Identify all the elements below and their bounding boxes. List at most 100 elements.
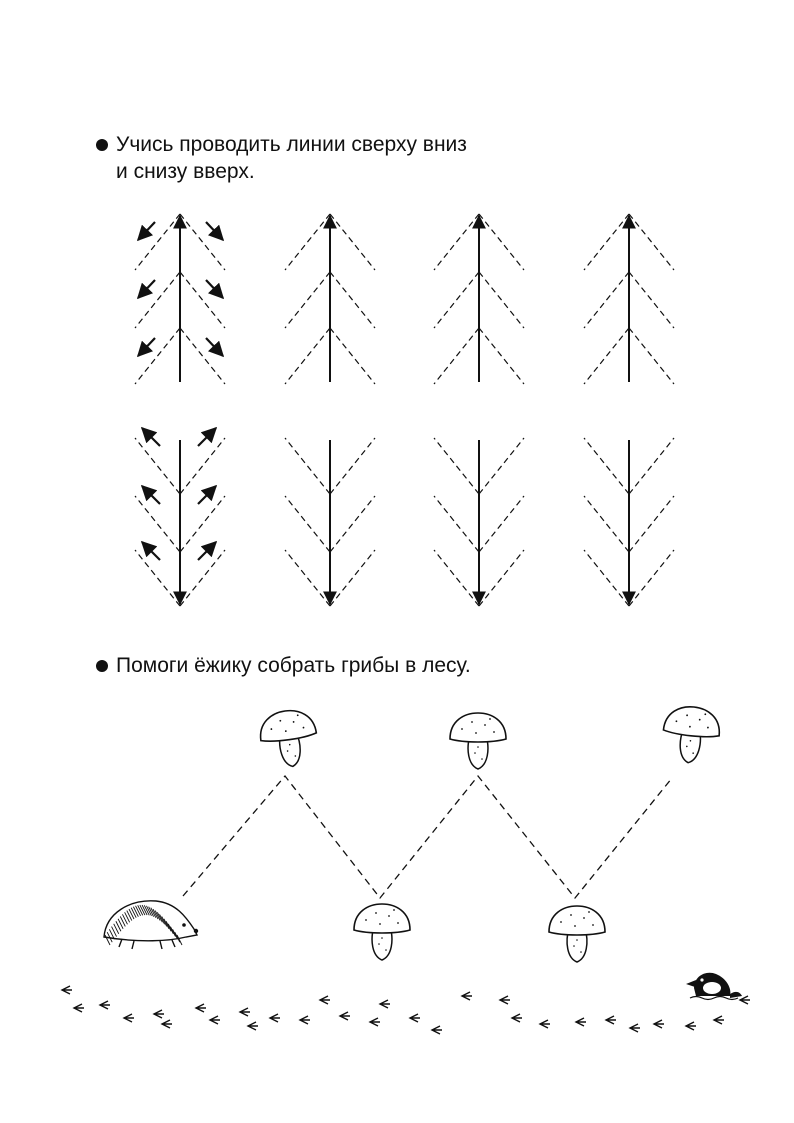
footprint-mark <box>684 1021 696 1031</box>
stem-dot <box>692 752 694 754</box>
cap-dot <box>698 718 701 721</box>
mushroom-icon <box>353 903 411 961</box>
footprint-mark <box>160 1019 172 1029</box>
mushroom-cap <box>353 903 411 934</box>
footprint-icon <box>538 1019 550 1029</box>
branch-right <box>628 213 675 271</box>
footprint-mark <box>338 1011 350 1021</box>
branch-left <box>284 327 331 385</box>
branch-right <box>329 213 376 271</box>
footprint-mark <box>498 995 510 1005</box>
stem-dot <box>576 939 578 941</box>
hint-arrow-left <box>140 540 161 561</box>
cap-dot <box>279 719 282 722</box>
branch-left <box>134 549 181 607</box>
tree-row-upward <box>134 213 675 385</box>
cap-dot <box>475 732 477 734</box>
branch-right <box>628 437 675 495</box>
footprint-icon <box>152 1009 164 1019</box>
branch-left <box>134 327 181 385</box>
cap-dot <box>302 726 305 729</box>
hint-arrow-left <box>140 426 161 447</box>
tree-down-2 <box>284 437 376 607</box>
cap-dot <box>393 909 395 911</box>
footprint-icon <box>430 1025 442 1035</box>
footprint-mark <box>628 1023 640 1033</box>
spine-line <box>176 934 183 946</box>
spine-line <box>141 904 148 916</box>
hedgehog-path[interactable] <box>182 774 673 900</box>
spine-line <box>163 918 170 929</box>
tree-down-4 <box>583 437 675 607</box>
branch-right <box>179 271 226 329</box>
footprint-mark <box>510 1013 522 1023</box>
mushroom-cap <box>662 706 720 738</box>
footprint-icon <box>98 1000 110 1010</box>
cap-dot <box>675 720 678 723</box>
spine-line <box>170 926 176 937</box>
footprint-icon <box>160 1019 172 1029</box>
footprint-mark <box>368 1017 380 1027</box>
spine-line <box>137 905 144 916</box>
footprint-icon <box>460 991 472 1001</box>
cap-dot <box>686 714 688 717</box>
branch-right <box>329 327 376 385</box>
instruction-hedgehog: Помоги ёжику собрать грибы в лесу. <box>96 652 471 679</box>
footprint-icon <box>628 1023 640 1033</box>
cap-dot <box>570 914 572 916</box>
footprint-mark <box>430 1025 442 1035</box>
footprint-icon <box>368 1017 380 1027</box>
cap-dot <box>471 721 473 723</box>
cap-dot <box>574 925 576 927</box>
cap-dot <box>707 726 709 729</box>
spine-line <box>143 905 150 916</box>
footprint-icon <box>738 995 750 1005</box>
footprint-mark <box>574 1017 586 1027</box>
footprint-mark <box>194 1003 206 1013</box>
hint-arrow-left <box>140 484 161 505</box>
tree-down-1 <box>134 437 226 607</box>
stem-dot <box>288 743 291 746</box>
spine-line <box>135 905 141 917</box>
cap-dot <box>592 924 594 926</box>
tree-up-1 <box>134 213 226 385</box>
stem-dot <box>580 951 582 953</box>
branch-right <box>179 327 226 385</box>
footprint-mark <box>712 1015 724 1025</box>
mushroom-icon <box>259 709 318 768</box>
cap-dot <box>292 721 295 723</box>
footprint-icon <box>684 1021 696 1031</box>
footprint-mark <box>408 1013 420 1023</box>
cap-dot <box>375 912 377 914</box>
branch-right <box>329 271 376 329</box>
branch-right <box>478 327 525 385</box>
stem-dot <box>381 937 383 939</box>
hint-arrow-left <box>136 337 156 358</box>
footprint-icon <box>268 1013 280 1023</box>
footprint-icon <box>652 1019 664 1029</box>
footprint-mark <box>72 1003 84 1013</box>
spine-line <box>132 906 139 917</box>
spine-line <box>130 907 137 918</box>
tree-up-2 <box>284 213 376 385</box>
instruction-lines: Учись проводить линии сверху вниз и сниз… <box>96 131 467 185</box>
tree-row-downward <box>134 437 675 607</box>
spine-line <box>111 926 117 937</box>
spine-line <box>165 921 172 932</box>
footprint-mark <box>538 1019 550 1029</box>
footprint-mark <box>652 1019 664 1029</box>
cap-dot <box>560 921 562 923</box>
footprint-icon <box>122 1013 134 1023</box>
branch-right <box>329 495 376 553</box>
branch-right <box>628 271 675 329</box>
spine-line <box>174 931 181 943</box>
footprint-icon <box>574 1017 586 1027</box>
footprints <box>60 985 750 1035</box>
cap-dot <box>365 919 367 921</box>
branch-left <box>284 495 331 553</box>
branch-right <box>478 495 525 553</box>
spine-line <box>126 910 133 921</box>
spine-line <box>122 914 128 925</box>
branch-left <box>583 495 630 553</box>
footprint-mark <box>604 1015 616 1025</box>
